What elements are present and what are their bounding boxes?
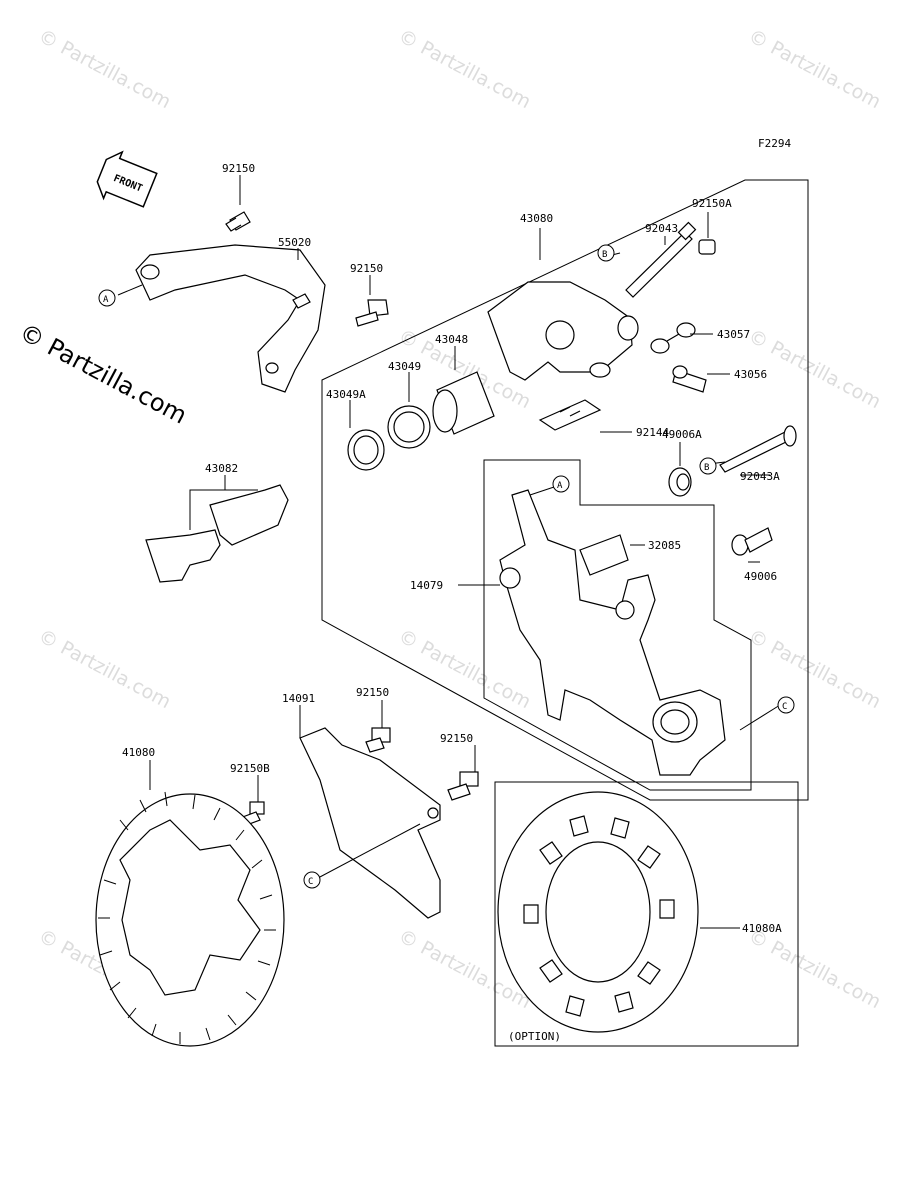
bolt-92150-mid	[355, 299, 389, 327]
label-14079: 14079	[410, 579, 443, 592]
label-43057: 43057	[717, 328, 750, 341]
brake-caliper	[487, 281, 639, 381]
caliper-pin-92043	[625, 221, 697, 298]
label-14091: 14091	[282, 692, 315, 705]
svg-text:A: A	[557, 481, 563, 491]
front-arrow-icon: FRONT	[96, 150, 158, 208]
label-92043: 92043	[645, 222, 678, 235]
svg-text:C: C	[308, 877, 313, 887]
label-92150-mid: 92150	[350, 262, 383, 275]
cap-43057	[650, 322, 696, 354]
ref-circle-B-mid: B	[699, 457, 717, 475]
label-92150-guard-a: 92150	[356, 686, 389, 699]
bracket-assembly-frame	[483, 459, 752, 791]
bolt-92150-top	[225, 211, 251, 232]
pad-spring-92144	[538, 399, 602, 431]
ref-circle-A-top: A	[98, 289, 116, 307]
pad-guide-32085	[579, 534, 629, 576]
bleed-cap-92150A	[698, 239, 716, 255]
label-92150-top: 92150	[222, 162, 255, 175]
seal-43049A	[347, 429, 385, 471]
label-43049A: 43049A	[326, 388, 366, 401]
label-43048: 43048	[435, 333, 468, 346]
ref-circle-C-guard: C	[303, 871, 321, 889]
option-frame	[494, 781, 799, 1047]
label-43082: 43082	[205, 462, 238, 475]
seal-43049	[387, 405, 431, 449]
boot-49006A	[668, 467, 692, 497]
label-32085: 32085	[648, 539, 681, 552]
caliper-assembly-frame	[321, 179, 809, 801]
label-41080: 41080	[122, 746, 155, 759]
ref-circle-C-right: C	[777, 696, 795, 714]
caliper-pin-92043A	[719, 425, 797, 473]
figure-id: F2294	[758, 137, 791, 150]
label-92150A: 92150A	[692, 197, 732, 210]
svg-text:A: A	[103, 295, 109, 305]
label-43080: 43080	[520, 212, 553, 225]
label-43049: 43049	[388, 360, 421, 373]
option-label: (OPTION)	[508, 1030, 561, 1043]
label-49006A: 49006A	[662, 428, 702, 441]
svg-text:C: C	[782, 702, 787, 712]
bleeder-valve-43056	[672, 365, 707, 393]
svg-text:B: B	[602, 250, 607, 260]
brake-pedal-bracket	[135, 244, 326, 393]
bolt-92150-guard-a	[365, 727, 391, 753]
svg-text:B: B	[704, 463, 709, 473]
boot-49006	[731, 527, 773, 556]
brake-disc-41080	[95, 791, 285, 1047]
piston-43048	[432, 371, 495, 435]
label-92150-guard-b: 92150	[440, 732, 473, 745]
label-92043A: 92043A	[740, 470, 780, 483]
bolt-92150-guard-b	[447, 771, 479, 801]
ref-circle-A-mid: A	[552, 475, 570, 493]
caliper-bracket-14079	[499, 489, 726, 776]
disc-guard-14091	[299, 727, 441, 919]
label-92150B: 92150B	[230, 762, 270, 775]
brake-disc-41080A	[497, 791, 699, 1033]
label-55020: 55020	[278, 236, 311, 249]
label-49006: 49006	[744, 570, 777, 583]
label-43056: 43056	[734, 368, 767, 381]
ref-circle-B-top: B	[597, 244, 615, 262]
label-92144: 92144	[636, 426, 669, 439]
brake-pads-43082	[145, 484, 289, 583]
label-41080A: 41080A	[742, 922, 782, 935]
